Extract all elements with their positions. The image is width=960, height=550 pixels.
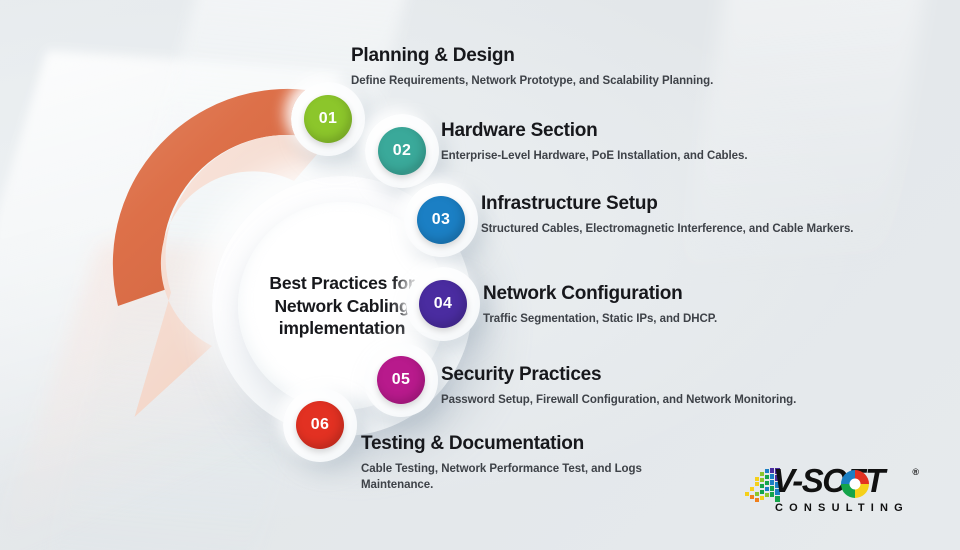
arc-inner xyxy=(134,135,328,417)
step-badge-06[interactable]: 06 xyxy=(283,388,357,462)
step-badge-05[interactable]: 05 xyxy=(364,343,438,417)
step-item-04: Network Configuration Traffic Segmentati… xyxy=(483,283,717,327)
step-badge-01[interactable]: 01 xyxy=(291,82,365,156)
arc-outer xyxy=(112,88,342,306)
step-title-04: Network Configuration xyxy=(483,283,683,304)
arc-graphic xyxy=(112,88,342,417)
step-badge-02-circle[interactable]: 02 xyxy=(378,127,426,175)
step-badge-01-number: 01 xyxy=(318,110,338,127)
step-desc-03: Structured Cables, Electromagnetic Inter… xyxy=(481,222,854,235)
step-desc-01: Define Requirements, Network Prototype, … xyxy=(351,74,714,87)
page-title: Best Practices for Network Cabling imple… xyxy=(269,272,415,339)
step-item-03: Infrastructure Setup Structured Cables, … xyxy=(481,193,854,237)
step-desc-02: Enterprise-Level Hardware, PoE Installat… xyxy=(441,149,748,162)
step-desc-04: Traffic Segmentation, Static IPs, and DH… xyxy=(483,312,718,325)
step-badge-03[interactable]: 03 xyxy=(404,183,478,257)
step-title-02: Hardware Section xyxy=(441,120,598,141)
step-badge-04-number: 04 xyxy=(433,295,453,312)
step-desc-05: Password Setup, Firewall Configuration, … xyxy=(441,393,797,406)
step-item-06: Testing & Documentation Cable Testing, N… xyxy=(361,433,642,493)
step-badge-05-number: 05 xyxy=(391,371,411,388)
step-badge-04[interactable]: 04 xyxy=(406,267,480,341)
logo-tagline: CONSULTING xyxy=(775,502,909,514)
step-badge-04-circle[interactable]: 04 xyxy=(419,280,467,328)
step-title-03: Infrastructure Setup xyxy=(481,193,658,214)
logo-mosaic-icon xyxy=(745,468,780,502)
step-item-01: Planning & Design Define Requirements, N… xyxy=(351,45,713,89)
step-desc-06: Cable Testing, Network Performance Test,… xyxy=(361,462,642,492)
step-badge-05-circle[interactable]: 05 xyxy=(377,356,425,404)
step-badge-01-circle[interactable]: 01 xyxy=(304,95,352,143)
vsoft-logo[interactable]: V-SOFT ® CONSULTING xyxy=(745,464,920,524)
step-title-01: Planning & Design xyxy=(351,45,515,66)
step-badge-03-number: 03 xyxy=(431,211,451,228)
step-badge-06-circle[interactable]: 06 xyxy=(296,401,344,449)
step-title-06: Testing & Documentation xyxy=(361,433,584,454)
step-badge-02-number: 02 xyxy=(392,142,412,159)
step-badge-02[interactable]: 02 xyxy=(365,114,439,188)
step-badge-06-number: 06 xyxy=(310,416,330,433)
step-item-05: Security Practices Password Setup, Firew… xyxy=(441,364,796,408)
step-badge-03-circle[interactable]: 03 xyxy=(417,196,465,244)
step-item-02: Hardware Section Enterprise-Level Hardwa… xyxy=(441,120,748,164)
logo-wordmark-row: V-SOFT ® xyxy=(745,464,920,504)
step-title-05: Security Practices xyxy=(441,364,602,385)
logo-registered-mark: ® xyxy=(912,467,919,477)
logo-o-accent-icon xyxy=(841,470,869,498)
